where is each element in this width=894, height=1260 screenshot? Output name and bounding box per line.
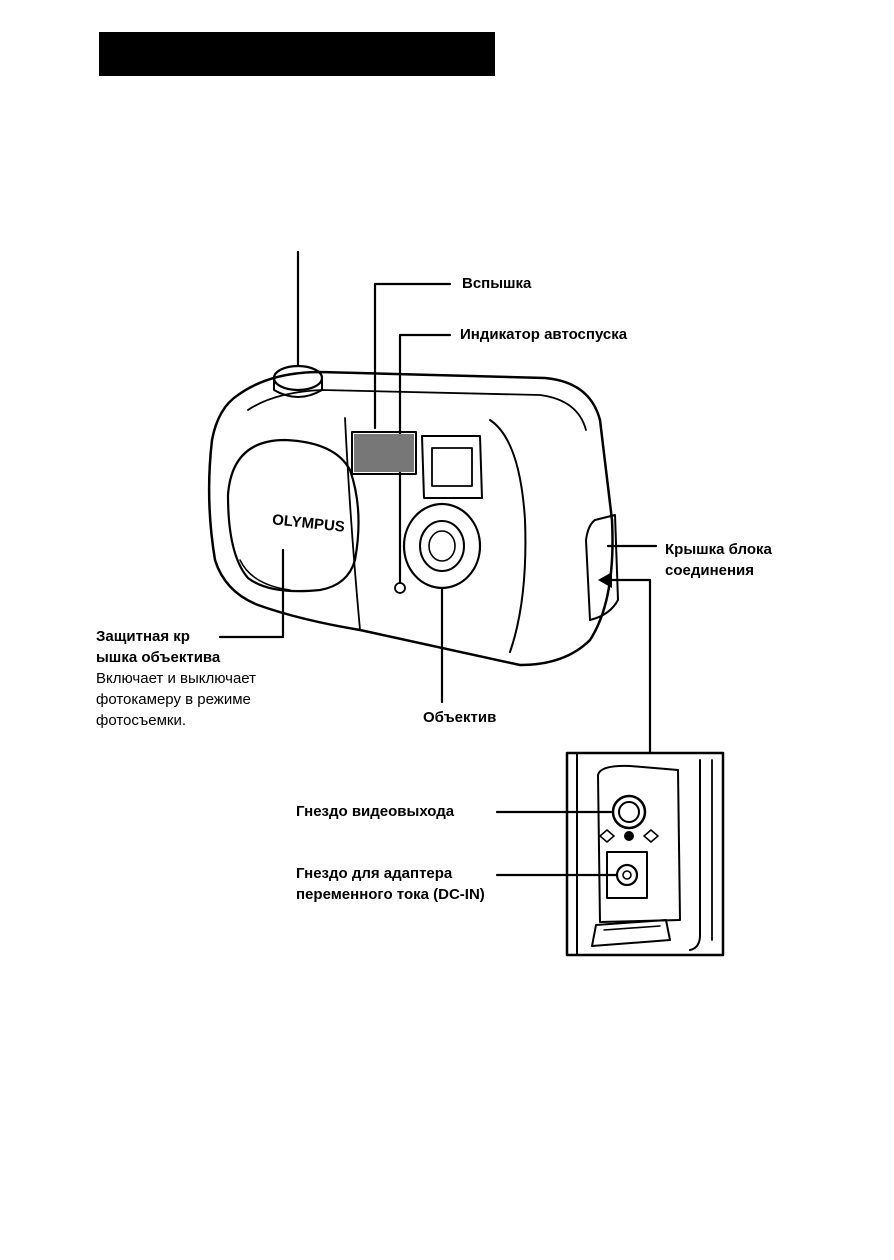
- camera-grip: [490, 420, 525, 652]
- viewfinder: [422, 436, 482, 498]
- brand-logo-text: OLYMPUS: [271, 511, 345, 536]
- video-out-label: Гнездо видеовыхода: [296, 802, 454, 821]
- arrow-icon: [598, 572, 612, 588]
- lens-barrier-desc-line2: фотокамеру в режиме: [96, 690, 251, 709]
- connector-cover-label-line1: Крышка блока: [665, 540, 772, 559]
- camera-body: [209, 372, 612, 665]
- lens-label: Объектив: [423, 708, 496, 727]
- shutter-button: [274, 366, 322, 390]
- flash-label: Вспышка: [462, 274, 531, 293]
- video-out-jack: [613, 796, 645, 828]
- connector-cover-label-line2: соединения: [665, 561, 754, 580]
- dc-in-label-line1: Гнездо для адаптера: [296, 864, 452, 883]
- dc-in-label-line2: переменного тока (DC-IN): [296, 885, 485, 904]
- lens-barrier-label-line1: Защитная кр: [96, 627, 190, 646]
- self-timer-label: Индикатор автоспуска: [460, 325, 627, 344]
- lens-barrier-label-line2: ышка объектива: [96, 648, 220, 667]
- self-timer-lamp: [395, 583, 405, 593]
- camera-lens: [404, 504, 480, 588]
- lens-barrier-desc-line1: Включает и выключает: [96, 669, 256, 688]
- lens-barrier-desc-line3: фотосъемки.: [96, 711, 186, 730]
